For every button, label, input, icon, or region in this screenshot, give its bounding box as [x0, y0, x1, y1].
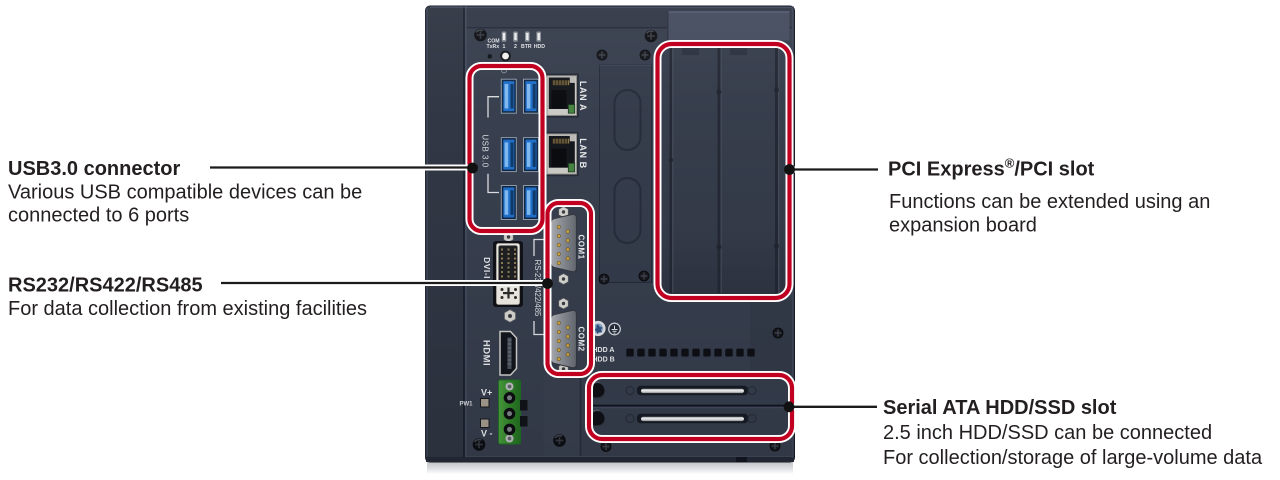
svg-text:RS232/RS422/RS485: RS232/RS422/RS485	[8, 274, 203, 296]
svg-text:USB3.0 connector: USB3.0 connector	[8, 158, 180, 180]
svg-text:For collection/storage of larg: For collection/storage of large-volume d…	[883, 447, 1263, 469]
svg-text:For data collection from exist: For data collection from existing facili…	[8, 298, 367, 320]
svg-text:expansion board: expansion board	[889, 214, 1037, 236]
svg-text:Functions can be extended usin: Functions can be extended using an	[889, 191, 1210, 213]
svg-text:2.5 inch HDD/SSD can be connec: 2.5 inch HDD/SSD can be connected	[883, 422, 1212, 444]
svg-text:PCI Express®/PCI slot: PCI Express®/PCI slot	[888, 156, 1095, 181]
svg-text:Various USB compatible devices: Various USB compatible devices can be	[8, 182, 362, 204]
svg-text:connected to 6 ports: connected to 6 ports	[8, 205, 189, 227]
svg-text:Serial ATA HDD/SSD slot: Serial ATA HDD/SSD slot	[883, 397, 1117, 419]
